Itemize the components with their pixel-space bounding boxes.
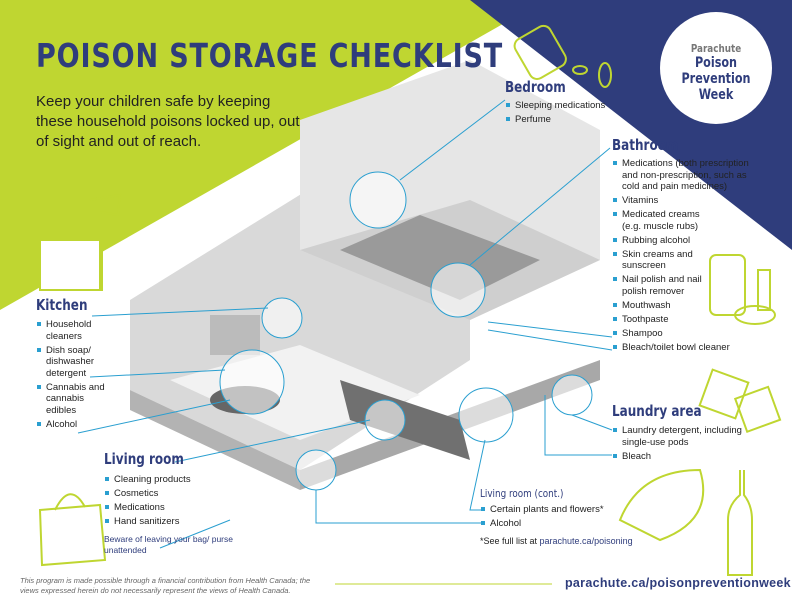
list-item: Toothpaste xyxy=(612,314,762,326)
page-title: POISON STORAGE CHECKLIST xyxy=(36,36,504,75)
bathroom-section: Bathroom Medications (both prescription … xyxy=(612,136,762,356)
poisoning-link[interactable]: parachute.ca/poisoning xyxy=(539,535,633,546)
list-item: Dish soap/ dishwasher detergent xyxy=(36,345,106,380)
pill-bottle-icon xyxy=(513,24,612,88)
list-item: Bleach xyxy=(612,451,772,463)
list-item: Laundry detergent, including single-use … xyxy=(612,425,742,448)
list-item: Alcohol xyxy=(480,518,680,530)
callout-lines xyxy=(77,99,613,549)
list-item: Alcohol xyxy=(36,419,106,431)
list-item: Cosmetics xyxy=(104,488,254,500)
living-room-heading: Living room xyxy=(104,450,184,468)
footnote: *See full list at parachute.ca/poisoning xyxy=(480,536,680,546)
wine-bottle-icon xyxy=(727,470,753,576)
living-room-cont-heading: Living room (cont.) xyxy=(480,487,564,500)
intro-text: Keep your children safe by keeping these… xyxy=(36,93,300,150)
list-item: Medications (both prescription and non-p… xyxy=(612,158,762,193)
logo-ring xyxy=(657,9,775,127)
kitchen-section: Kitchen Household cleaners Dish soap/ di… xyxy=(36,296,106,433)
logo-line2: Prevention xyxy=(681,71,751,87)
laundry-heading: Laundry area xyxy=(612,402,702,420)
bathroom-products-icon xyxy=(709,254,776,325)
decorative-icons xyxy=(38,24,782,576)
list-item: Mouthwash xyxy=(612,300,762,312)
living-room-cont-section: Living room (cont.) Certain plants and f… xyxy=(480,487,680,546)
bag-warning: Beware of leaving your bag/ purse unatte… xyxy=(104,533,233,555)
website-link[interactable]: parachute.ca/poisonpreventionweek xyxy=(565,576,791,590)
list-item: Sleeping medications xyxy=(505,100,605,112)
lime-triangle xyxy=(0,0,545,310)
list-item: Nail polish and nail polish remover xyxy=(612,274,707,297)
spray-bottle-icon xyxy=(39,193,122,291)
bathroom-heading: Bathroom xyxy=(612,136,679,154)
list-item: Perfume xyxy=(505,114,605,126)
bedroom-heading: Bedroom xyxy=(505,78,566,96)
list-item: Bleach/toilet bowl cleaner xyxy=(612,342,772,354)
laundry-pods-icon xyxy=(698,368,782,434)
kitchen-heading: Kitchen xyxy=(36,296,88,314)
list-item: Rubbing alcohol xyxy=(612,235,762,247)
list-item: Skin creams and sunscreen xyxy=(612,249,702,272)
list-item: Shampoo xyxy=(612,328,762,340)
parachute-logo: Parachute Poison Prevention Week xyxy=(660,12,772,124)
list-item: Household cleaners xyxy=(36,319,106,342)
logo-line1: Poison xyxy=(694,55,738,71)
list-item: Certain plants and flowers* xyxy=(480,504,680,516)
list-item: Hand sanitizers xyxy=(104,516,254,528)
logo-line3: Week xyxy=(698,87,734,103)
list-item: Medications xyxy=(104,502,254,514)
list-item: Medicated creams (e.g. muscle rubs) xyxy=(612,209,712,232)
logo-brand: Parachute xyxy=(690,42,742,55)
disclaimer: This program is made possible through a … xyxy=(20,576,311,595)
footnote-text: *See full list at xyxy=(480,535,540,546)
list-item: Cleaning products xyxy=(104,474,254,486)
bedroom-section: Bedroom Sleeping medications Perfume xyxy=(505,78,605,128)
list-item: Vitamins xyxy=(612,195,762,207)
living-room-section: Living room Cleaning products Cosmetics … xyxy=(104,450,254,556)
list-item: Cannabis and cannabis edibles xyxy=(36,382,106,417)
leaf-icon xyxy=(618,468,705,542)
handbag-icon xyxy=(38,493,107,567)
laundry-section: Laundry area Laundry detergent, includin… xyxy=(612,402,772,465)
